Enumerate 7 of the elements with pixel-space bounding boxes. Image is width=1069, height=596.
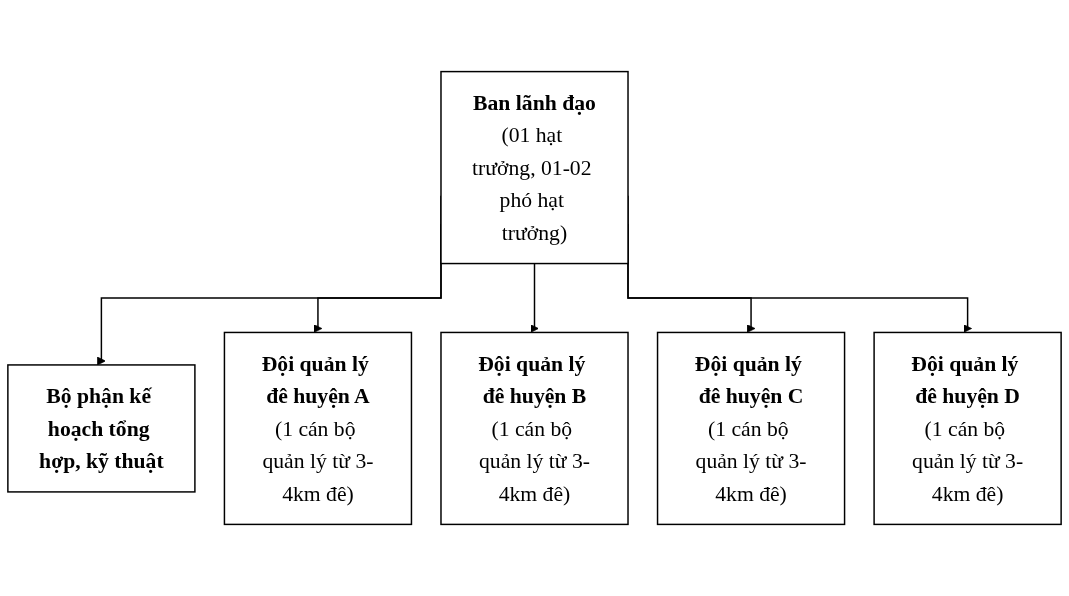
node-box: Ban lãnh đạo (01 hạt trưởng, 01-02 phó hạt trưởng) <box>440 70 629 265</box>
node-box: Bộ phận kế hoạch tổng hợp, kỹ thuật <box>7 364 196 493</box>
node-box: Đội quản lý đê huyện B (1 cán bộ quản lý từ 3-4km đê) <box>440 331 629 526</box>
node-box: Đội quản lý đê huyện A (1 cán bộ quản lý từ 3-4km đê) <box>223 331 413 526</box>
node-box: Đội quản lý đê huyện C (1 cán bộ quản lý từ 3-4km đê) <box>656 331 846 526</box>
arrow <box>530 262 539 333</box>
node-box: Đội quản lý đê huyện D (1 cán bộ quản lý từ 3-4km đê) <box>873 331 1062 526</box>
